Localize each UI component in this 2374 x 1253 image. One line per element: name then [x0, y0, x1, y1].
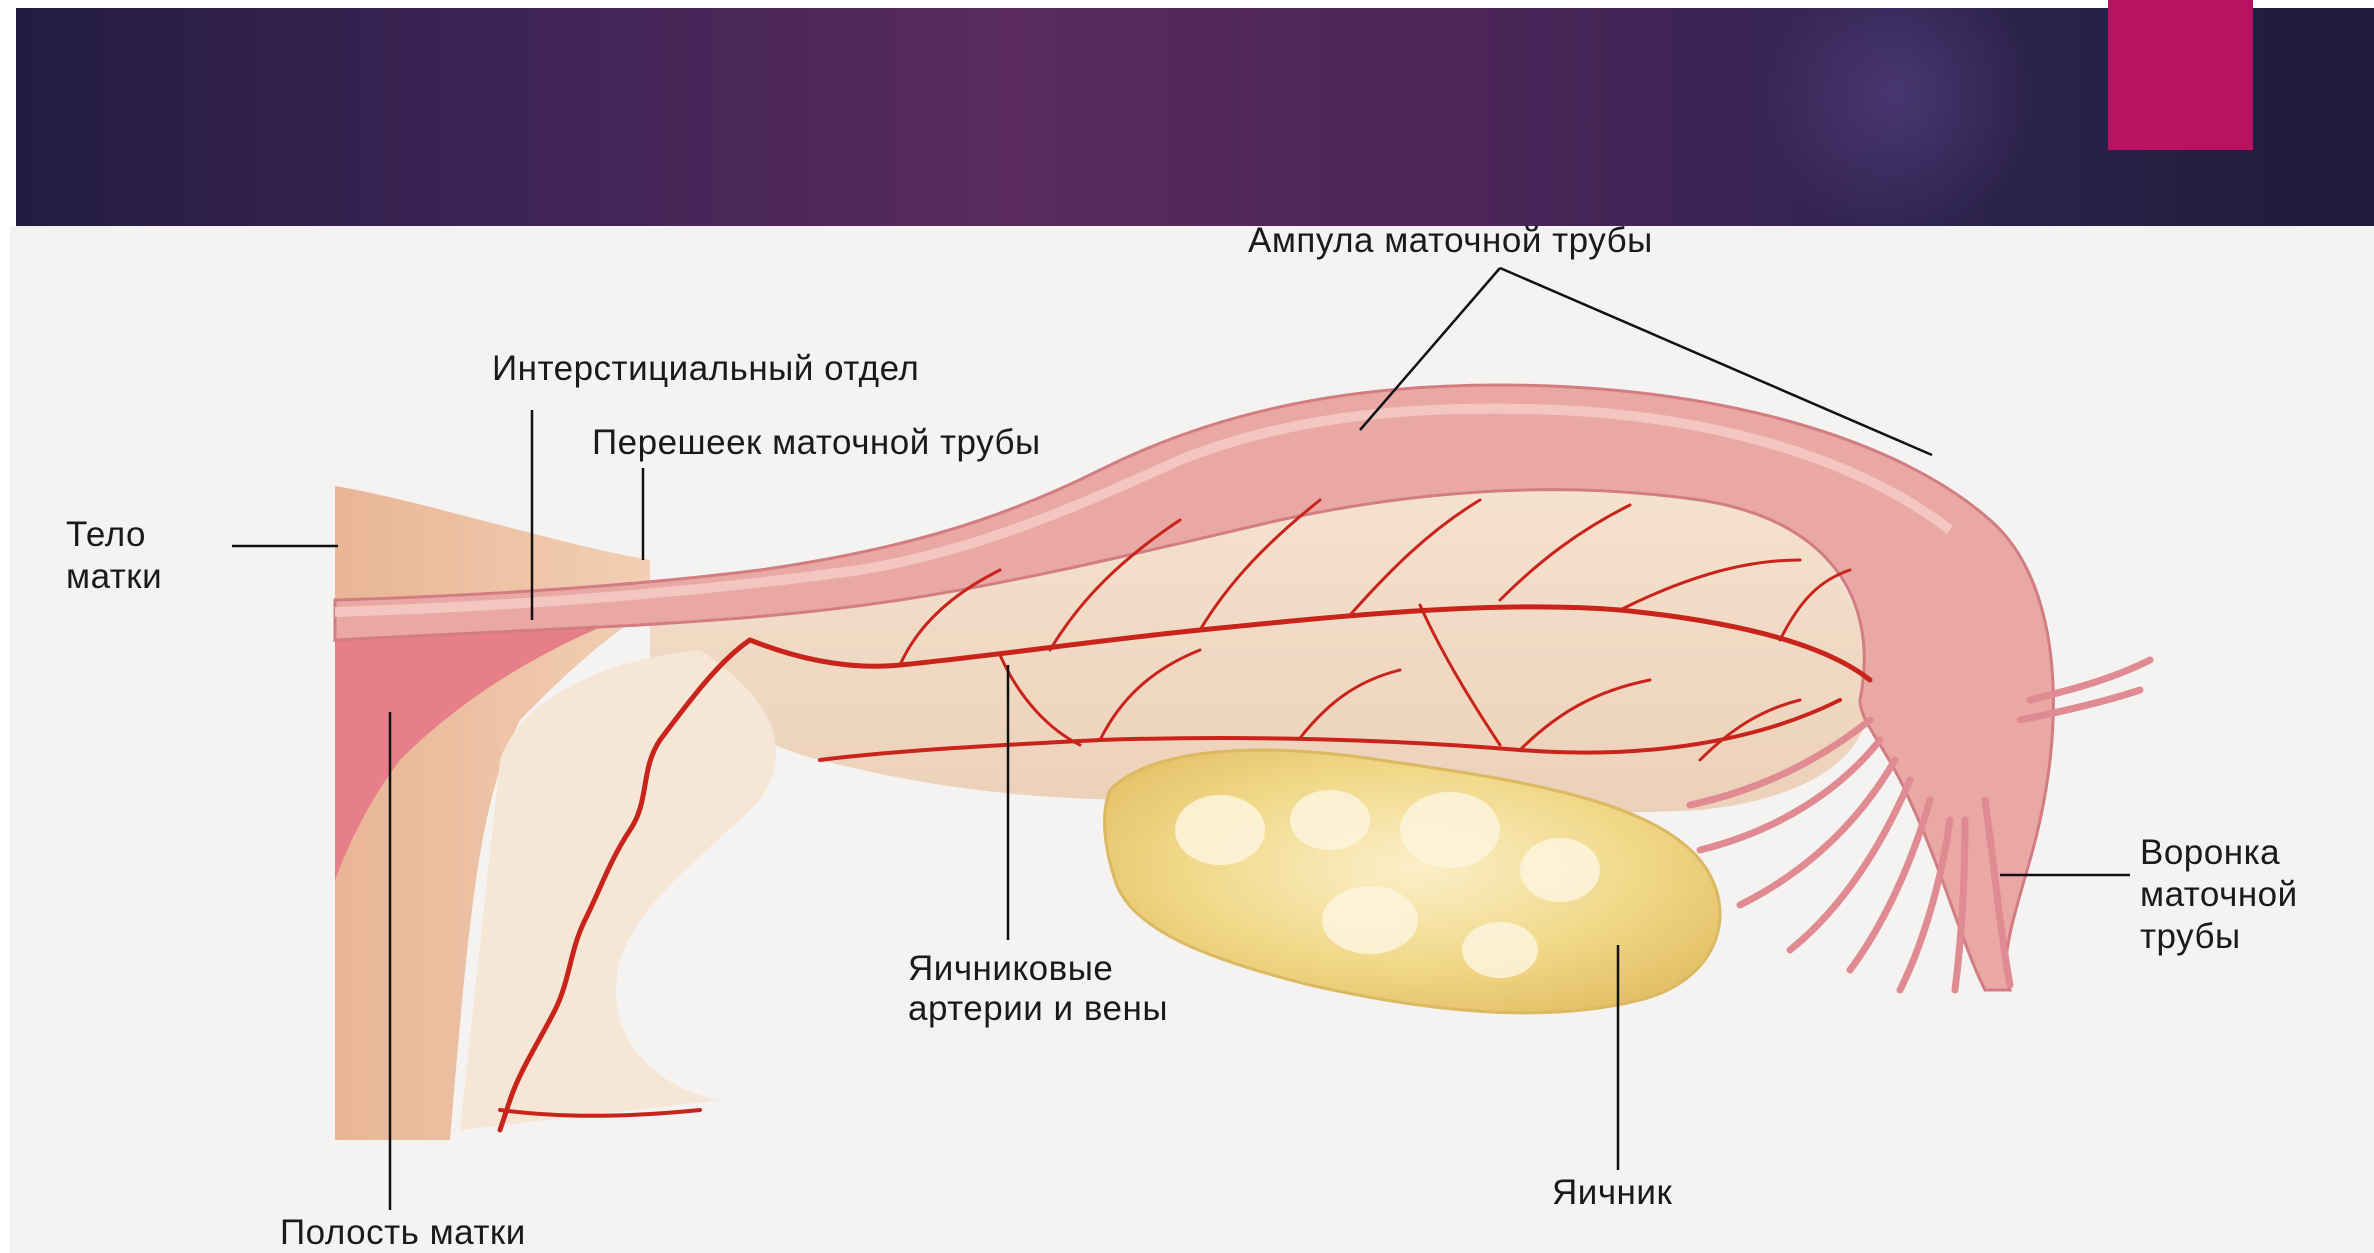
label-ovarian-vessels-2: артерии и вены — [908, 988, 1168, 1029]
label-infundibulum-1: Воронка — [2140, 832, 2280, 873]
label-uterus-body-1: Тело — [66, 514, 146, 555]
label-uterus-body-2: матки — [66, 556, 162, 597]
label-isthmus: Перешеек маточной трубы — [592, 422, 1041, 463]
label-infundibulum-3: трубы — [2140, 916, 2241, 957]
label-interstitial: Интерстициальный отдел — [492, 348, 919, 389]
label-ovarian-vessels-1: Яичниковые — [908, 948, 1113, 989]
label-infundibulum-2: маточной — [2140, 874, 2298, 915]
label-uterine-cavity: Полость матки — [280, 1212, 526, 1253]
label-ampulla: Ампула маточной трубы — [1248, 220, 1653, 261]
label-ovary: Яичник — [1552, 1172, 1672, 1213]
